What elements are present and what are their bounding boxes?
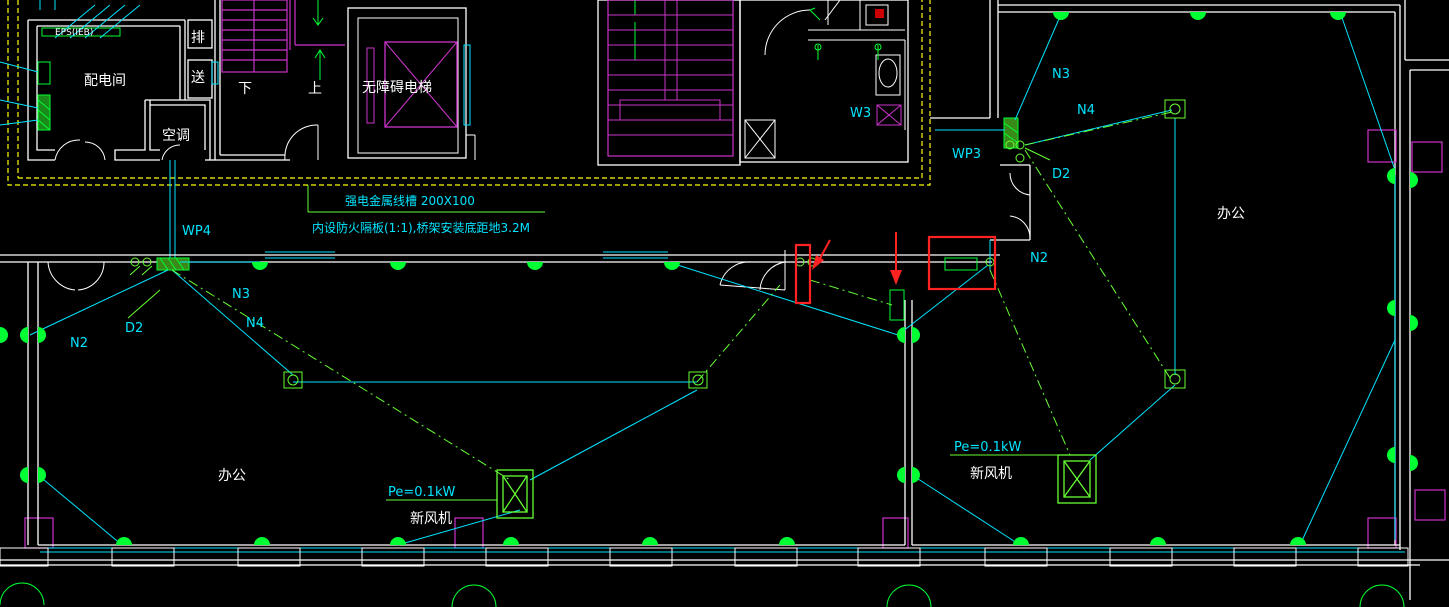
fresh-air-unit-left: [496, 469, 534, 519]
bottom-window-frames: [0, 547, 1409, 567]
pai-label: 排: [191, 30, 205, 46]
distribution-boards: [156, 117, 1019, 321]
toilet-area: [739, 0, 909, 163]
elevator-label: 无障碍电梯: [362, 80, 432, 96]
pe-right-label: Pe=0.1kW: [954, 440, 1021, 455]
n4-left-label: N4: [246, 316, 264, 331]
w3-label: W3: [850, 106, 871, 121]
n3-right-label: N3: [1052, 67, 1070, 82]
fan-left-label: 新风机: [410, 511, 452, 527]
grid-markers: [0, 582, 1405, 607]
stair-arrows: [312, 0, 636, 80]
wp4-label: WP4: [182, 224, 211, 239]
n2-right-label: N2: [1030, 251, 1048, 266]
door-swings: [54, 9, 1031, 239]
n4-right-label: N4: [1077, 103, 1095, 118]
tray-leader: [127, 147, 1058, 501]
light-fixtures: [0, 12, 1418, 545]
lower-walls: [0, 254, 1449, 566]
wp3-label: WP3: [952, 147, 981, 162]
eps-label: EPS(IEB): [55, 28, 93, 38]
upper-boundary: [7, 0, 931, 186]
stair-up-label: 上: [308, 81, 322, 97]
d2-right-label: D2: [1052, 167, 1070, 182]
n2-left-label: N2: [70, 336, 88, 351]
n3-left-label: N3: [232, 287, 250, 302]
right-magenta-boxes: [24, 129, 1446, 549]
stair-center: [597, 0, 741, 166]
song-label: 送: [191, 70, 205, 86]
wiring-dashdot: [171, 111, 1173, 481]
tray-label-2: 内设防火隔板(1:1),桥架安装底距地3.2M: [312, 220, 530, 235]
panel-boxes: [37, 27, 219, 131]
red-annotations: [794, 235, 997, 305]
fresh-air-unit-right: [1057, 454, 1097, 504]
fan-labels: 新风机 新风机: [410, 466, 1012, 527]
office-right-label: 办公: [1217, 206, 1245, 222]
elevator: [347, 7, 476, 160]
ac-room-label: 空调: [162, 128, 190, 144]
cyan-labels: EPS(IEB) W3 WP3 WP4 N2 N2 N3 N3 N4 N4 D2…: [55, 28, 1095, 500]
lower-doors: [47, 250, 786, 291]
stair-left: [221, 0, 345, 73]
power-room-walls: [27, 0, 290, 161]
room-labels: 配电间 空调 无障碍电梯 办公 办公 排 送 下 上: [84, 30, 1245, 484]
upper-left-wiring: [0, 0, 176, 258]
d2-left-label: D2: [125, 321, 143, 336]
tray-label-1: 强电金属线槽 200X100: [345, 193, 475, 208]
stair-down-label: 下: [238, 81, 252, 97]
wiring-solid: [29, 11, 1396, 546]
right-office-walls: [930, 0, 1449, 600]
red-arrows: [812, 232, 902, 285]
pe-left-label: Pe=0.1kW: [388, 485, 455, 500]
power-room-label: 配电间: [84, 73, 126, 89]
fan-right-label: 新风机: [970, 466, 1012, 482]
office-left-label: 办公: [218, 468, 246, 484]
